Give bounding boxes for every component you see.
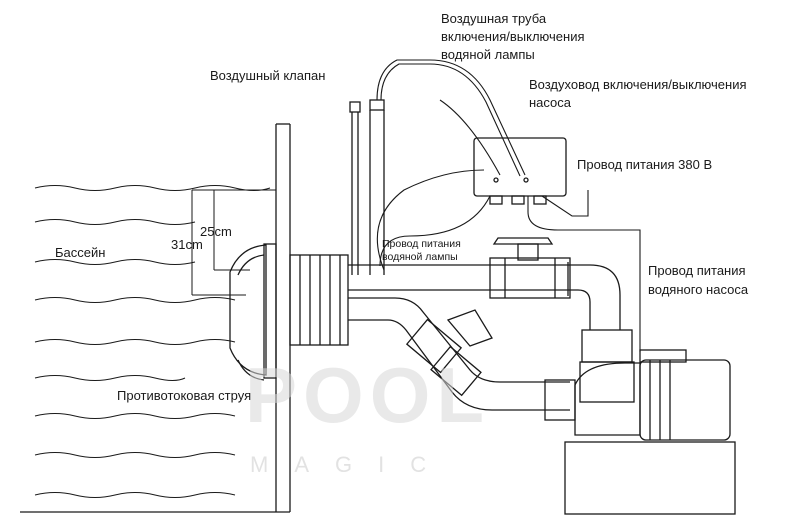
label-lamp-power-2: водяной лампы <box>382 251 458 263</box>
label-air-duct-pump-2: насоса <box>529 95 572 110</box>
label-pump-power-2: водяного насоса <box>648 282 749 297</box>
air-tubes <box>349 59 641 352</box>
water-waves <box>34 185 271 498</box>
label-pool: Бассейн <box>55 245 106 260</box>
label-air-valve: Воздушный клапан <box>210 68 326 83</box>
dimension-25cm: 25cm <box>200 224 232 239</box>
label-power-380: Провод питания 380 В <box>577 157 713 172</box>
watermark-logo: POOL <box>245 351 491 439</box>
pump-unit <box>564 329 736 515</box>
label-air-tube-lamp-1: Воздушная труба <box>441 11 547 26</box>
label-counterflow-jet: Противотоковая струя <box>117 388 252 403</box>
upper-pipe <box>348 237 621 330</box>
dimension-31cm: 31cm <box>171 237 203 252</box>
label-air-tube-lamp-2: включения/выключения <box>441 29 585 44</box>
label-air-duct-pump-1: Воздуховод включения/выключения <box>529 77 747 92</box>
jet-nozzle <box>229 243 349 381</box>
label-pump-power-1: Провод питания <box>648 263 746 278</box>
watermark-subtitle: MAGIC <box>250 452 453 477</box>
control-box <box>473 137 567 205</box>
label-air-tube-lamp-3: водяной лампы <box>441 47 535 62</box>
label-lamp-power-1: Провод питания <box>382 238 461 250</box>
lower-pipe <box>348 297 576 421</box>
dimension-lines <box>191 189 276 296</box>
